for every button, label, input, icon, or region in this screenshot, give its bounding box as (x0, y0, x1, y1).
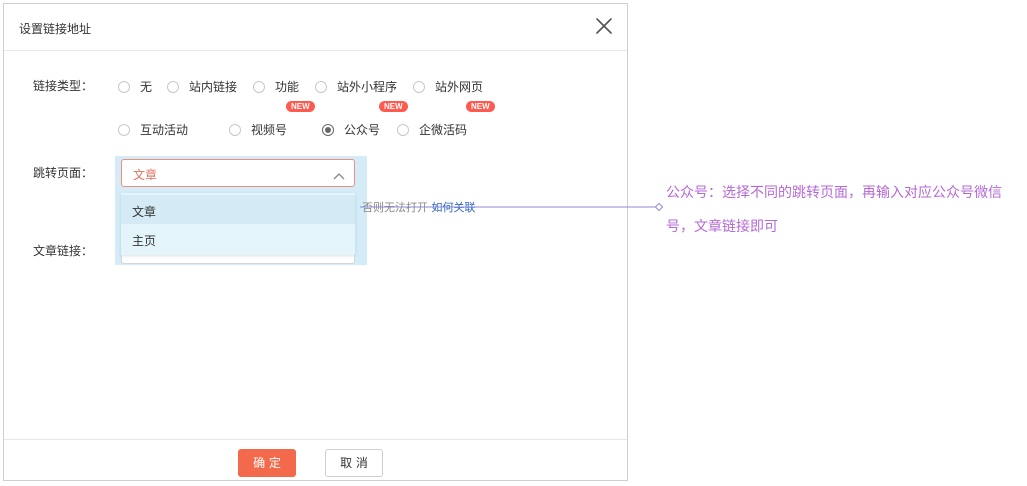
jump-page-select[interactable]: 文章 (121, 159, 355, 187)
jump-page-dropdown: 文章 主页 (121, 193, 355, 255)
dialog-header: 设置链接地址 (4, 4, 627, 51)
radio-circle (413, 80, 425, 93)
article-link-label: 文章链接： (33, 244, 94, 258)
radio-circle (118, 123, 130, 136)
annotation-text: 公众号：选择不同的跳转页面，再输入对应公众号微信号，文章链接即可 (666, 185, 1002, 235)
radio-external-webpage[interactable]: 站外网页 (413, 78, 483, 95)
radio-external-miniprogram[interactable]: 站外小程序 (315, 78, 397, 95)
radio-label: 站外小程序 (337, 80, 398, 94)
dropdown-option-home[interactable]: 主页 (121, 224, 355, 253)
radio-label: 无 (140, 80, 153, 94)
radio-wecom-code[interactable]: 企微活码 (397, 121, 467, 138)
radio-label: 站外网页 (435, 80, 484, 94)
jump-page-label: 跳转页面： (33, 166, 94, 180)
radio-label: 站内链接 (189, 80, 238, 94)
confirm-button[interactable]: 确 定 (238, 449, 296, 477)
link-type-label: 链接类型： (33, 79, 94, 93)
radio-circle (167, 80, 179, 93)
dialog-title: 设置链接地址 (19, 22, 92, 36)
radio-circle (315, 80, 327, 93)
radio-none[interactable]: 无 (118, 78, 152, 95)
link-settings-dialog: 设置链接地址 链接类型： 无 站内链接 功能 站外小程序 站外网页 互动活动 视… (3, 3, 628, 481)
new-badge: NEW (379, 101, 408, 112)
radio-circle (118, 80, 130, 93)
radio-label: 功能 (275, 80, 300, 94)
close-icon[interactable] (593, 15, 615, 37)
chevron-up-icon (333, 168, 345, 180)
radio-label: 公众号 (344, 123, 381, 137)
option-label: 主页 (132, 234, 157, 248)
radio-circle (253, 80, 265, 93)
cancel-button[interactable]: 取 消 (325, 449, 383, 477)
radio-circle-checked (322, 123, 334, 136)
radio-video-channel[interactable]: 视频号 (229, 121, 287, 138)
new-badge: NEW (466, 101, 495, 112)
jump-page-selected-value: 文章 (133, 168, 158, 182)
new-badge: NEW (286, 101, 315, 112)
dialog-footer: 确 定 取 消 (4, 439, 627, 480)
radio-circle (397, 123, 409, 136)
radio-function[interactable]: 功能 (253, 78, 299, 95)
radio-internal-link[interactable]: 站内链接 (167, 78, 237, 95)
radio-interactive-activity[interactable]: 互动活动 (118, 121, 188, 138)
radio-label: 互动活动 (140, 123, 189, 137)
radio-official-account[interactable]: 公众号 (322, 121, 380, 138)
radio-label: 企微活码 (419, 123, 468, 137)
radio-label: 视频号 (251, 123, 288, 137)
radio-circle (229, 123, 241, 136)
option-label: 文章 (132, 205, 157, 219)
dropdown-option-article[interactable]: 文章 (121, 195, 355, 224)
